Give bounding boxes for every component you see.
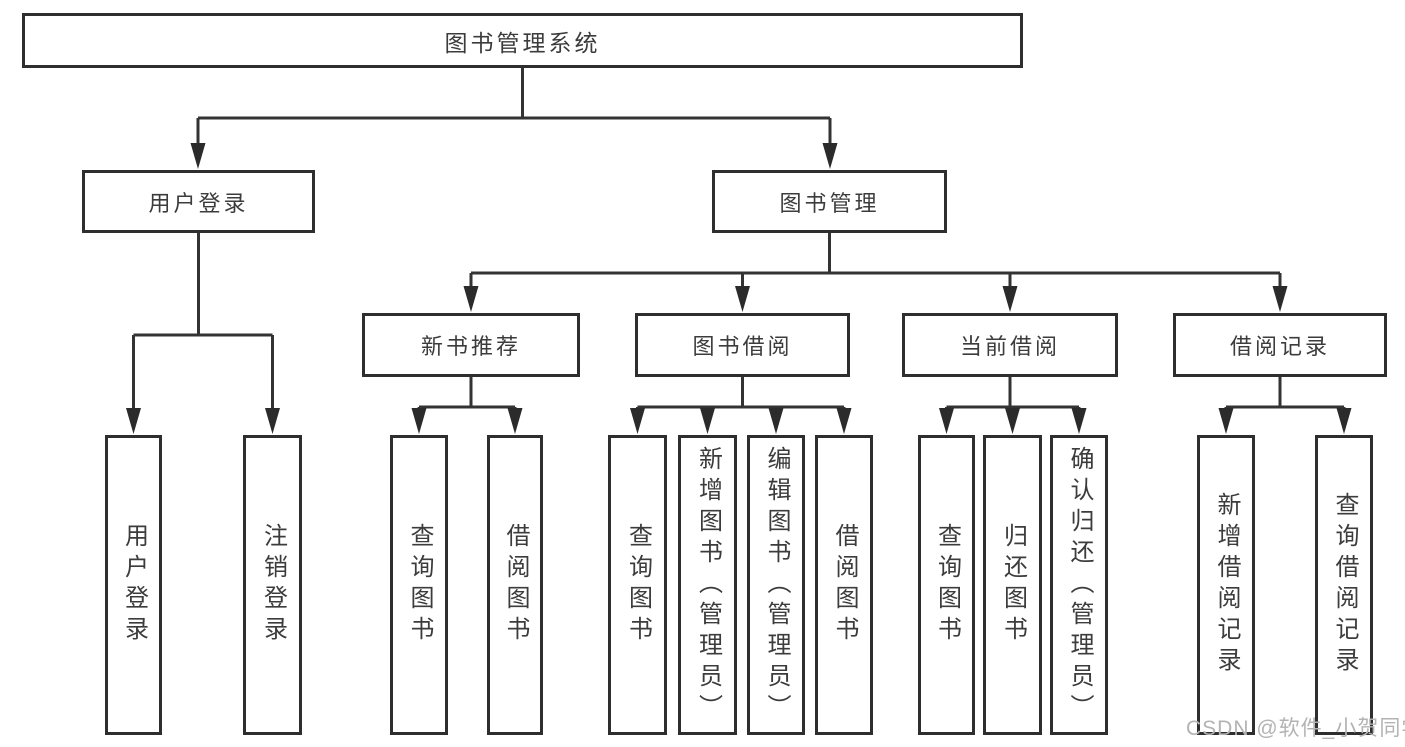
csdn-watermark: CSDN @软件_小贺同学 — [1186, 717, 1405, 740]
leaf-recommend-query-book: 查询图书 — [390, 435, 448, 735]
arrowheads — [126, 143, 1352, 434]
node-current-borrow: 当前借阅 — [902, 313, 1118, 377]
node-book-management: 图书管理 — [712, 170, 947, 233]
leaf-current-query-book: 查询图书 — [918, 435, 975, 735]
leaf-borrow-book: 借阅图书 — [815, 435, 873, 735]
node-new-book-recommend: 新书推荐 — [362, 313, 580, 377]
leaf-borrow-query-book: 查询图书 — [608, 435, 667, 735]
node-book-borrow: 图书借阅 — [635, 313, 850, 377]
node-borrow-records: 借阅记录 — [1173, 313, 1387, 377]
leaf-recommend-borrow-book: 借阅图书 — [487, 435, 543, 735]
leaf-logout: 注销登录 — [243, 435, 302, 735]
leaf-return-book: 归还图书 — [983, 435, 1042, 735]
leaf-query-borrow-record: 查询借阅记录 — [1315, 435, 1373, 735]
leaf-add-book-admin: 新增图书（管理员） — [678, 435, 737, 735]
leaf-user-login: 用户登录 — [105, 435, 162, 735]
node-system-root: 图书管理系统 — [22, 13, 1023, 68]
leaf-add-borrow-record: 新增借阅记录 — [1197, 435, 1255, 735]
node-user-login: 用户登录 — [82, 170, 315, 233]
leaf-edit-book-admin: 编辑图书（管理员） — [747, 435, 805, 735]
leaf-confirm-return-admin: 确认归还（管理员） — [1050, 435, 1108, 735]
